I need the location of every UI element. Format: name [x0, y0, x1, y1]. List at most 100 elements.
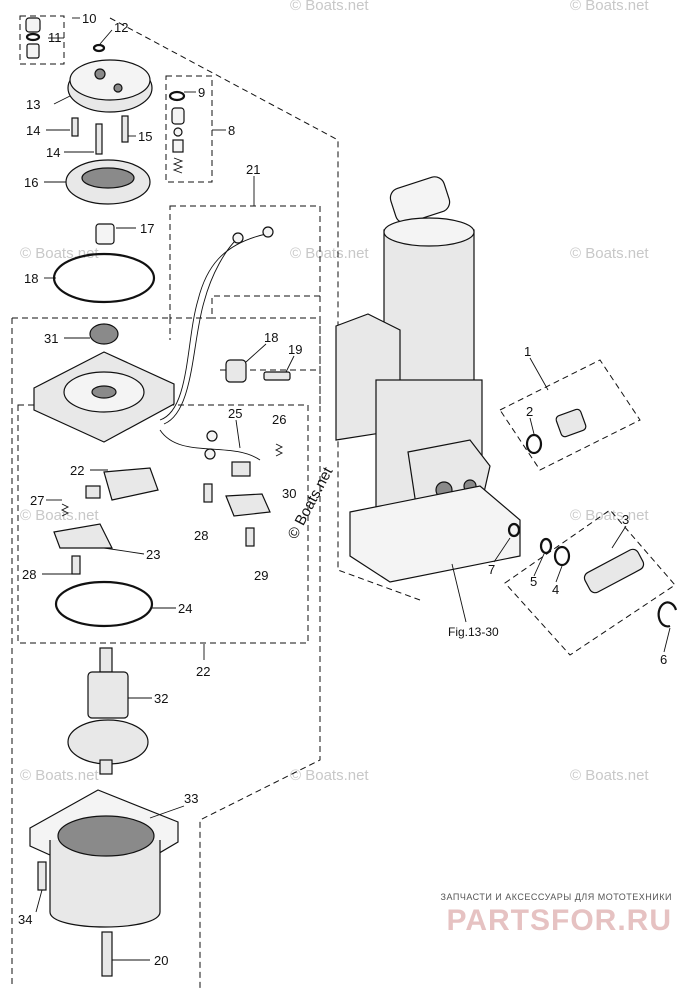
part-30-plate	[225, 493, 271, 517]
watermark: © Boats.net	[570, 507, 649, 524]
callout-3: 3	[622, 512, 629, 527]
callout-11: 11	[48, 30, 62, 45]
part-15-bolt	[121, 115, 129, 143]
part-11-oring	[25, 32, 41, 42]
watermark: © Boats.net	[20, 245, 99, 262]
leader-line	[245, 343, 267, 363]
watermark: © Boats.net	[290, 245, 369, 262]
part-33-yoke-opening	[57, 815, 155, 857]
part-8-valve	[171, 107, 185, 125]
leader-line	[149, 805, 185, 819]
callout-22: 21	[246, 162, 260, 177]
group-box-1	[499, 359, 641, 471]
center-watermark: © Boats.net	[285, 464, 337, 542]
callout-10: 10	[82, 11, 96, 26]
callout-18: 18	[24, 271, 38, 286]
valve-set-8	[168, 90, 186, 174]
watermark: © Boats.net	[570, 0, 649, 14]
part-4-oring	[553, 545, 571, 567]
part-6-circlip	[657, 601, 678, 628]
callout-14: 14	[46, 145, 60, 160]
callout-29: 29	[254, 568, 268, 583]
part-14-bolt	[71, 117, 79, 137]
callout-24: 22	[70, 463, 84, 478]
part-14-bolt	[95, 123, 103, 155]
leader-line	[533, 553, 545, 577]
callout-6: 6	[660, 652, 667, 667]
part-10-plug	[25, 17, 41, 33]
callout-21: 20	[154, 953, 168, 968]
callout-26: 24	[178, 601, 192, 616]
leader-line	[99, 29, 113, 45]
callout-23: 22	[196, 664, 210, 679]
callout-20: 19	[288, 342, 302, 357]
callout-29: 28	[194, 528, 208, 543]
callout-19: 18	[264, 330, 278, 345]
cylinder-top	[383, 217, 475, 247]
leader-line	[529, 357, 549, 391]
group-box-3	[504, 509, 676, 656]
part-27-brush	[231, 461, 251, 477]
leader-line	[529, 417, 535, 435]
part-24-brush	[85, 485, 101, 499]
callout-25: 23	[146, 547, 160, 562]
watermark: © Boats.net	[570, 245, 649, 262]
part-33-yoke-body	[49, 840, 161, 928]
part-23-end-cap-hole	[91, 385, 117, 399]
cap-assembly	[25, 17, 153, 205]
group-box-10	[19, 15, 65, 65]
watermark: © Boats.net	[290, 767, 369, 784]
callout-31: 31	[44, 331, 58, 346]
part-34-bolt	[37, 861, 47, 891]
leader-line	[285, 355, 295, 373]
harness-22	[159, 226, 291, 425]
brand-banner: ЗАПЧАСТИ И АКСЕССУАРЫ ДЛЯ МОТОТЕХНИКИ PA…	[372, 892, 672, 938]
part-7-washer	[507, 522, 521, 538]
callout-13: 13	[26, 97, 40, 112]
part-28-spring	[274, 443, 284, 457]
callout-4: 4	[552, 582, 559, 597]
part-8-spring	[172, 157, 184, 174]
leader-line	[611, 525, 627, 549]
part-28-spring	[60, 503, 70, 517]
part-29-screw	[245, 527, 255, 547]
part-5-oring	[539, 537, 553, 555]
tilt-cylinder	[335, 176, 521, 583]
part-21-bolt	[101, 931, 113, 977]
leader-line	[103, 547, 145, 555]
leader-line	[555, 565, 563, 583]
callout-9: 9	[198, 85, 205, 100]
part-31-bearing	[89, 323, 119, 345]
part-12-oring	[92, 43, 106, 53]
leader-line	[235, 419, 241, 449]
callout-34: 34	[18, 912, 32, 927]
brand-tagline: ЗАПЧАСТИ И АКСЕССУАРЫ ДЛЯ МОТОТЕХНИКИ	[440, 892, 672, 902]
part-22-terminal	[262, 226, 274, 238]
part-13-cap-top	[69, 59, 151, 101]
part-27-terminal	[206, 430, 218, 442]
callout-7: 7	[488, 562, 495, 577]
group-box-22	[169, 205, 321, 319]
part-32-commutator	[87, 671, 129, 719]
callout-8: 8	[228, 123, 235, 138]
part-24-brush-holder	[103, 467, 159, 501]
callout-12: 12	[114, 20, 128, 35]
part-3-valve	[583, 548, 645, 594]
part-22-wire	[163, 239, 237, 425]
leader-line	[663, 627, 671, 653]
motor-body	[29, 647, 179, 977]
part-19-clamp	[225, 359, 247, 383]
part-16-pump-core	[81, 167, 135, 189]
part-29-screw	[203, 483, 213, 503]
part-32-shaft	[99, 647, 113, 673]
leader-line	[35, 889, 43, 913]
watermark: © Boats.net	[570, 767, 649, 784]
part-32-armature	[67, 719, 149, 765]
callout-15: 15	[138, 129, 152, 144]
callout-30: 30	[282, 486, 296, 501]
watermark: © Boats.net	[20, 767, 99, 784]
callout-16: 16	[24, 175, 38, 190]
part-1-plug	[555, 408, 587, 438]
motor-end-parts	[33, 223, 175, 443]
